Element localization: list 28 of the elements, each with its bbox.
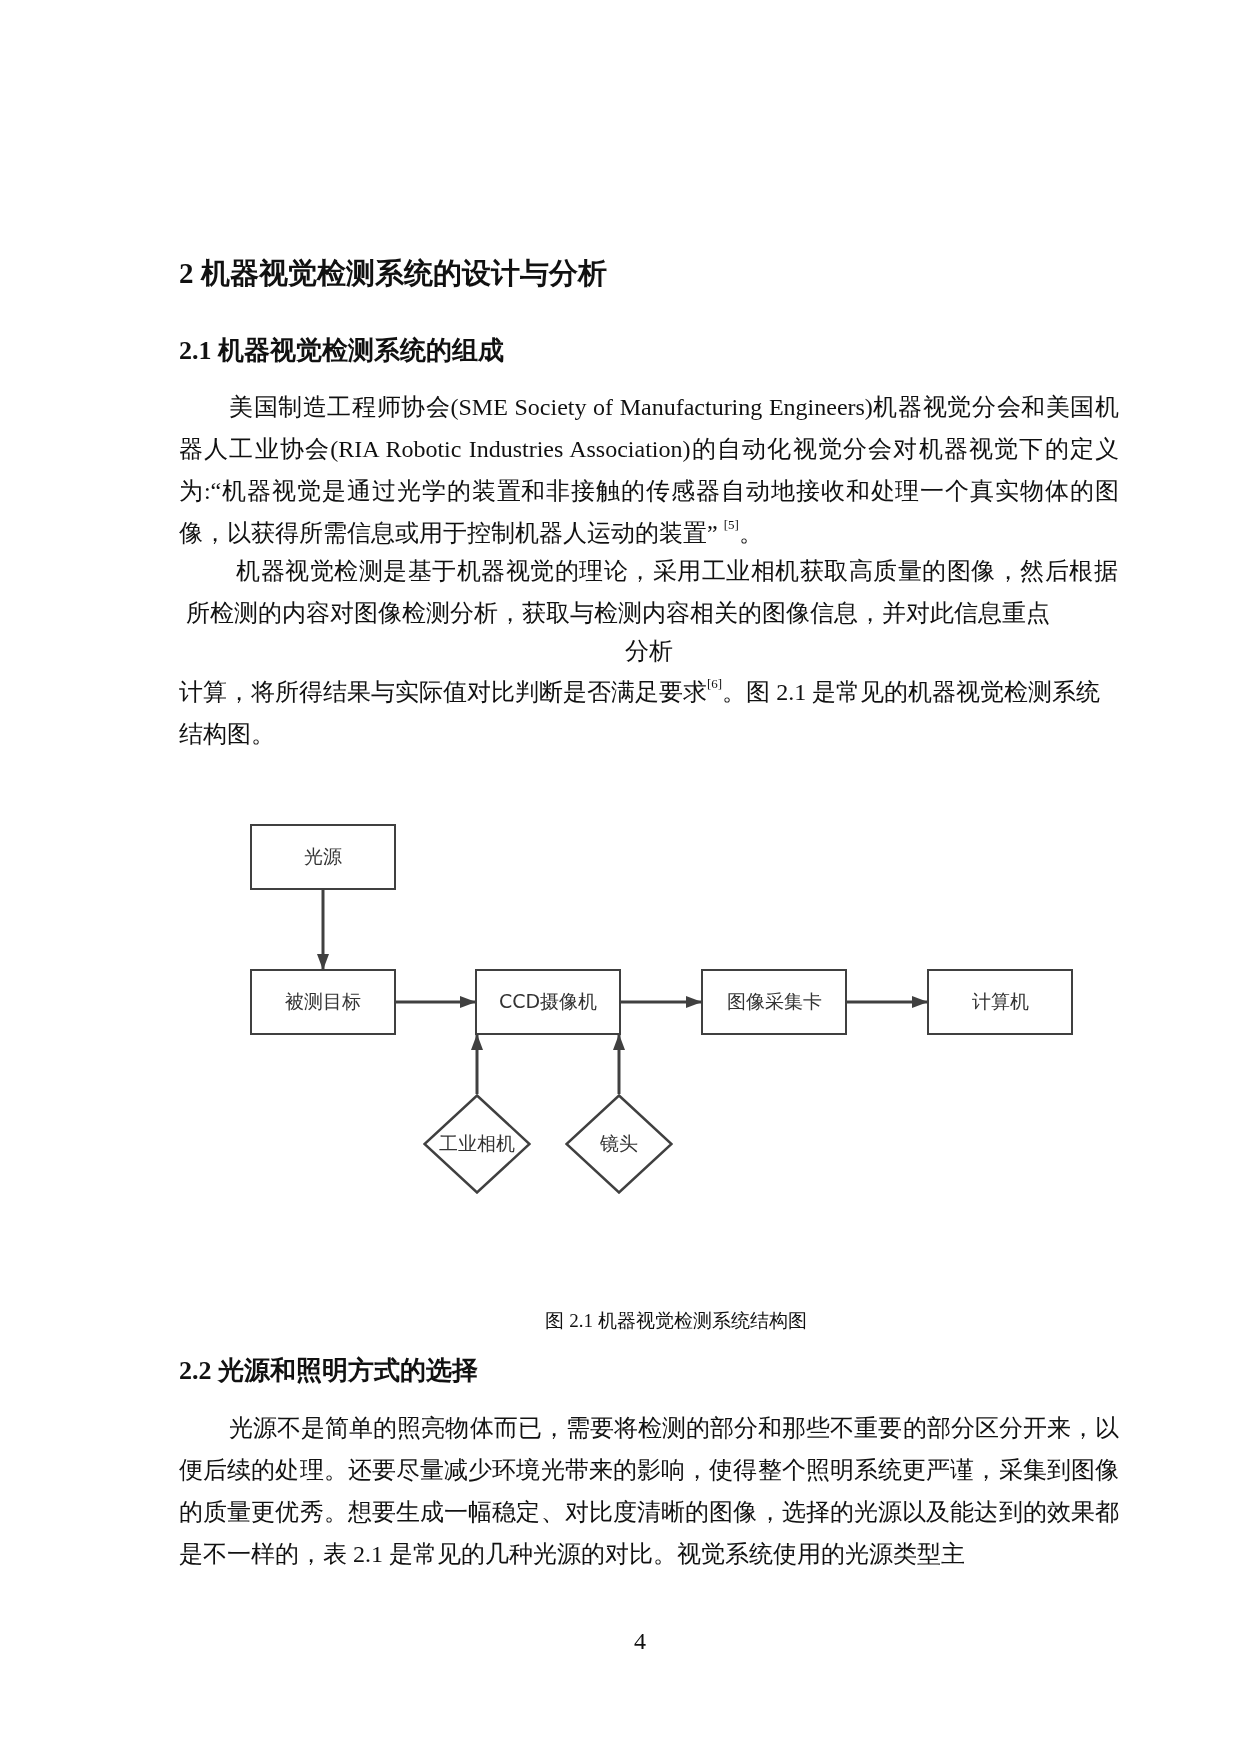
page-number: 4 [633,1627,647,1656]
node-text: 镜头 [600,1131,638,1156]
subsection-heading: 2.2 光源和照明方式的选择 [179,1355,479,1387]
arrow [613,1034,625,1094]
body-paragraph: 机器视觉检测是基于机器视觉的理论，采用工业相机获取高质量的图像，然后根据所检测的内容对图像检测分析，获取与检测内容相关的图像信息，并对此信息重点 [186,557,1118,628]
section-heading: 2 机器视觉检测系统的设计与分析 [179,256,608,291]
node-text: 工业相机 [439,1131,515,1156]
process-box [475,969,621,1035]
arrow [847,996,928,1008]
node-text: 光源 [304,844,342,869]
body-paragraph: 分析 [624,637,674,666]
arrow [471,1034,483,1094]
arrow [396,996,476,1008]
body-paragraph: 美国制造工程师协会(SME Society of Manufacturing Engineers)机器视觉分会和美国机器人工业协会(RIA Robotic Industries Association)的自动化视觉分会对机器视觉下的定义为:“机器视觉是通过光学的装置和非接触的传感器自动地接收和处理一个真实物体的图像，以获得所需信息或用于控制机器人运动的装置” $^{[5]}$。 [179,393,1119,548]
node-text: 图像采集卡 [726,989,822,1014]
body-paragraph: 光源不是简单的照亮物体而已，需要将检测的部分和那些不重要的部分区分开来，以便后续的处理。还要尽量减少环境光带来的影响，使得整个照明系统更严谨，采集到图像的质量更优秀。想要生成一幅稳定、对比度清晰的图像，选择的光源以及能达到的效果都是不一样的，表 2.1 是常见的几种光源的对比。视觉系统使用的光源类型主 [179,1414,1119,1569]
process-box [250,969,396,1035]
process-box [701,969,847,1035]
process-box [927,969,1073,1035]
body-paragraph: 计算，将所得结果与实际值对比判断是否满足要求$^{[6]}$。图 2.1 是常见的机器视觉检测系统结构图。 [179,675,1102,749]
process-box [250,824,396,890]
node-text: 被测目标 [285,989,361,1014]
node-text: 计算机 [971,989,1029,1014]
arrow [621,996,702,1008]
arrow [317,890,329,970]
node-text: CCD摄像机 [498,989,598,1014]
figure-caption: 图 2.1 机器视觉检测系统结构图 [544,1309,808,1333]
subsection-heading: 2.1 机器视觉检测系统的组成 [179,335,505,367]
